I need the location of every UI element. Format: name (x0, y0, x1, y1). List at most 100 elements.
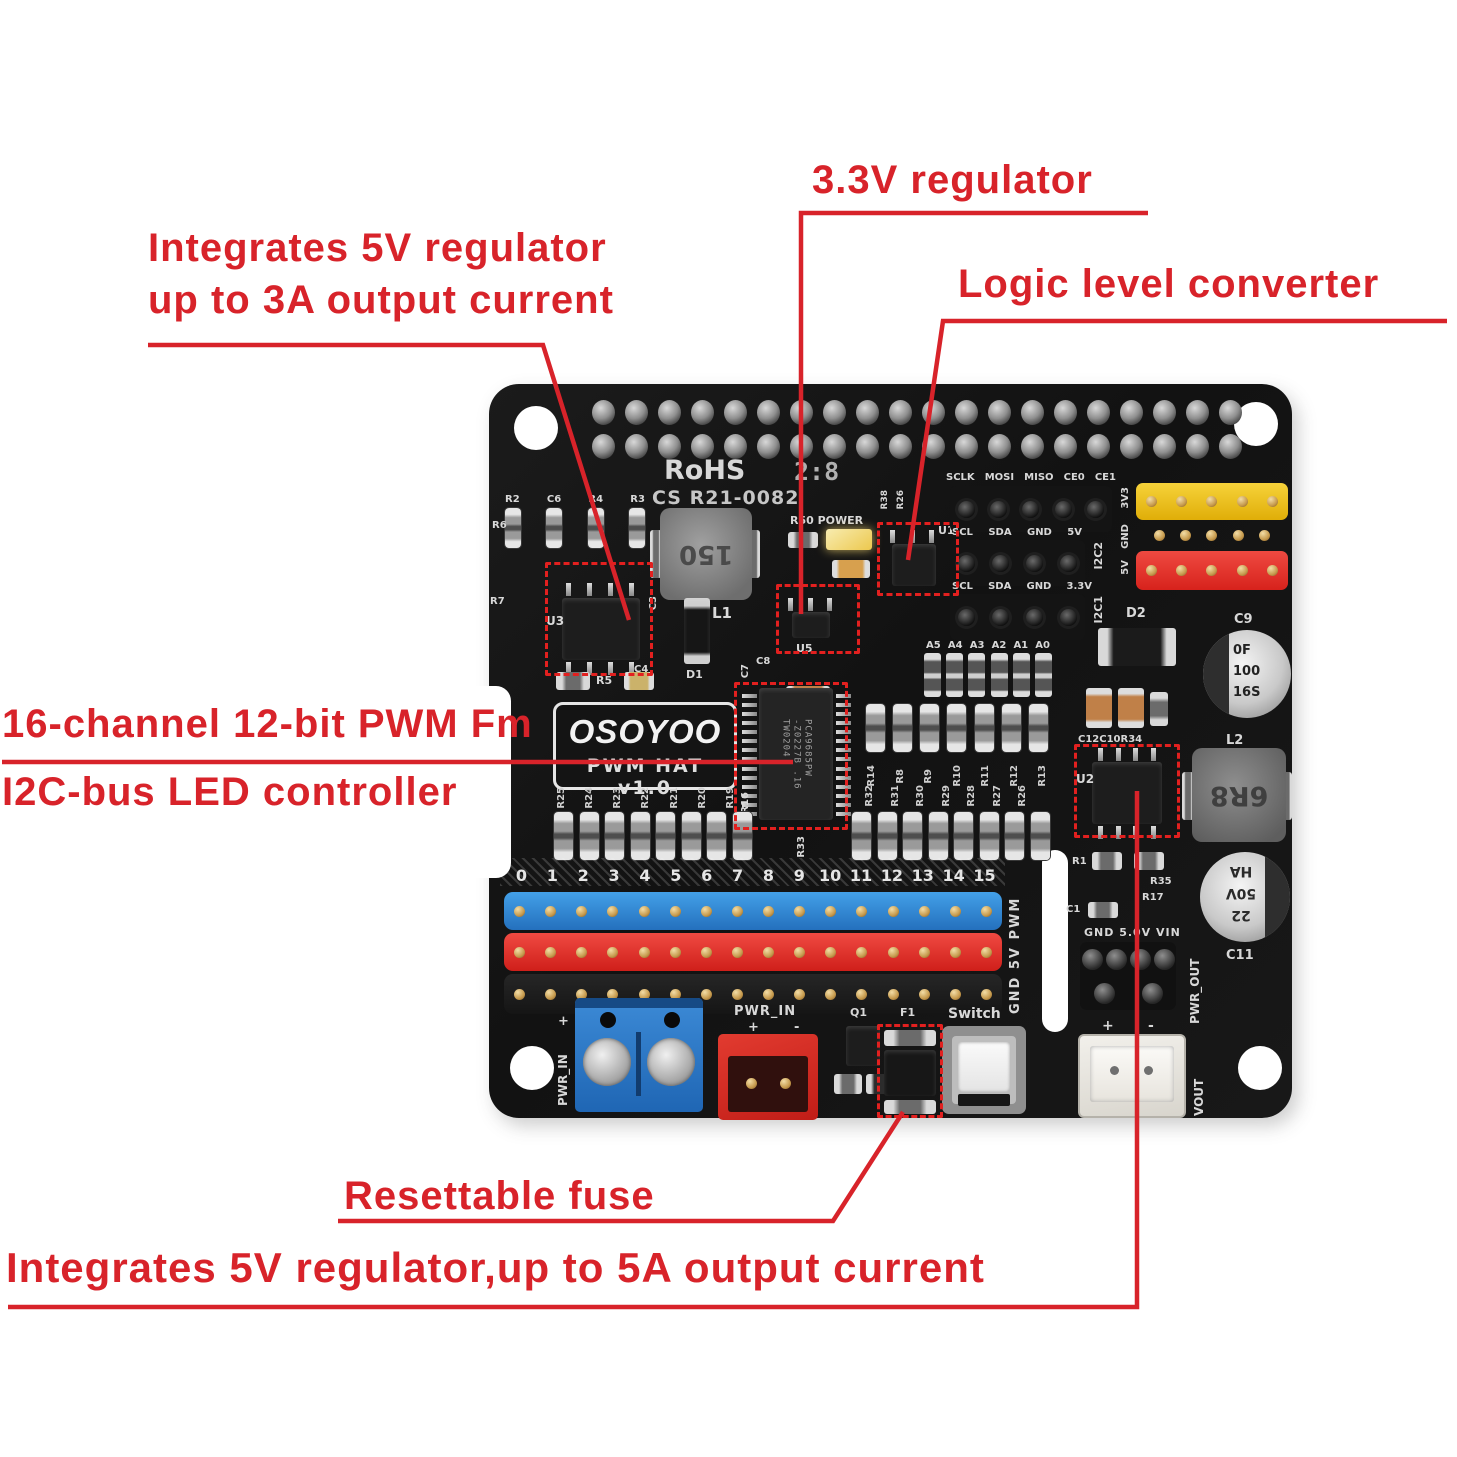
switch-base (958, 1094, 1010, 1106)
pin-label: MOSI (984, 472, 1015, 483)
resistor (505, 508, 521, 548)
resistor (893, 704, 913, 752)
r17-label: R17 (1142, 892, 1164, 903)
header-pin (825, 988, 837, 1000)
pwr-out-pin-labels: GND 5.0V VIN (1084, 926, 1181, 939)
chip-pin (742, 784, 757, 789)
gpio-pin (922, 433, 945, 459)
header-pin (1232, 529, 1244, 541)
gpio-pin (1186, 399, 1209, 425)
address-jumpers (924, 653, 1052, 697)
gpio-pin (724, 399, 747, 425)
gpio-pin (1054, 399, 1077, 425)
annotation-fuse: Resettable fuse (344, 1174, 655, 1218)
vout-label: VOUT (1192, 1078, 1206, 1116)
gpio-pin (757, 433, 780, 459)
ref-label: R28 (966, 785, 977, 807)
header-pin (1176, 565, 1188, 576)
gpio-pin (658, 399, 681, 425)
switch-label: Switch (948, 1006, 1001, 1022)
channel-number: 5 (670, 866, 682, 885)
capacitor (556, 672, 590, 690)
resistor (707, 812, 727, 860)
regulator-5v-3a-highlight-box (545, 562, 653, 676)
chip-marking-line: TW0204 (780, 718, 791, 758)
channel-number: 14 (942, 866, 965, 885)
gpio-pin (691, 433, 714, 459)
c8-label: C8 (756, 656, 771, 667)
header-pin (1145, 565, 1157, 576)
ref-label: R13 (1037, 765, 1048, 787)
i2c1-label: I2C1 (1092, 596, 1105, 624)
gpio-pin (856, 433, 879, 459)
gpio-pin (988, 433, 1011, 459)
jumper-label: A1 (1013, 640, 1029, 651)
resistor (579, 812, 599, 860)
pwr-out-header (1080, 942, 1176, 1010)
chip-pin (742, 766, 757, 771)
channel-number: 11 (849, 866, 873, 885)
power-led (826, 529, 872, 550)
header-pin (794, 946, 806, 958)
r5-label: R5 (596, 674, 613, 687)
resistor (1134, 852, 1164, 870)
jumper-pad (968, 653, 986, 697)
ref-label: R3 (630, 494, 645, 505)
jst-connector-pwr-in (718, 1034, 818, 1120)
ref-label: R26 (1017, 785, 1028, 807)
resistor-r34 (1150, 692, 1168, 726)
chip-marking: PCA9685PW -Z0227B .16 TW0204 (780, 719, 813, 790)
fuse-highlight-box (877, 1024, 943, 1118)
header-pin (1141, 982, 1163, 1004)
pin-label: CE1 (1094, 472, 1116, 483)
jst-connector-vout (1078, 1034, 1186, 1118)
channel-number: 1 (546, 866, 558, 885)
wire-hole (600, 1012, 616, 1028)
header-pin (1022, 500, 1040, 518)
resistor (852, 812, 871, 860)
header-pin (1267, 496, 1279, 507)
pin-label: GND (1026, 581, 1052, 592)
gpio-pin (889, 433, 912, 459)
gpio-pin (1120, 433, 1143, 459)
pwm-header-row-pwm (504, 892, 1002, 930)
resistor (1092, 852, 1122, 870)
r38-label: R38 (880, 490, 890, 510)
l2-clip (1182, 772, 1194, 820)
header-pin (1206, 496, 1218, 507)
header-pin (1176, 496, 1188, 507)
resistor (656, 812, 676, 860)
ref-label: R22 (640, 787, 652, 809)
jumper-pad (1012, 653, 1030, 697)
gpio-pin (691, 399, 714, 425)
gpio-pin (955, 399, 978, 425)
regulator-5v-5a-highlight-box (1074, 744, 1180, 838)
chip-pin (742, 703, 757, 708)
header-pin (1236, 565, 1248, 576)
c11-marking: 22 50V HA (1216, 860, 1266, 926)
ic-pin (629, 662, 634, 675)
diode-d2 (1098, 628, 1176, 666)
chip-pin (742, 748, 757, 753)
header-pin (700, 946, 712, 958)
resistor (903, 812, 923, 860)
logo-box: OSOYOO PWM HAT v1.0 (553, 702, 737, 799)
c9-marking-line: 100 (1233, 664, 1261, 679)
channel-number: 2 (577, 866, 589, 885)
c1-label: C1 (1066, 904, 1081, 915)
gpio-pin (823, 433, 846, 459)
pin-label: SCLK (946, 472, 975, 483)
pin-label: MISO (1024, 472, 1054, 483)
header-pin (731, 905, 743, 917)
annotation-pwm-line1: 16-channel 12-bit PWM Fm (2, 702, 533, 746)
chip-pin (836, 748, 851, 753)
c7-label: C7 (740, 664, 751, 679)
resistor (681, 812, 701, 860)
capacitor-c1 (1088, 902, 1118, 918)
d2-label: D2 (1126, 606, 1146, 621)
capacitor-c10 (1118, 688, 1144, 728)
jst-pin (746, 1078, 757, 1089)
resistor-row-right (852, 812, 1050, 860)
resistor (587, 508, 604, 548)
